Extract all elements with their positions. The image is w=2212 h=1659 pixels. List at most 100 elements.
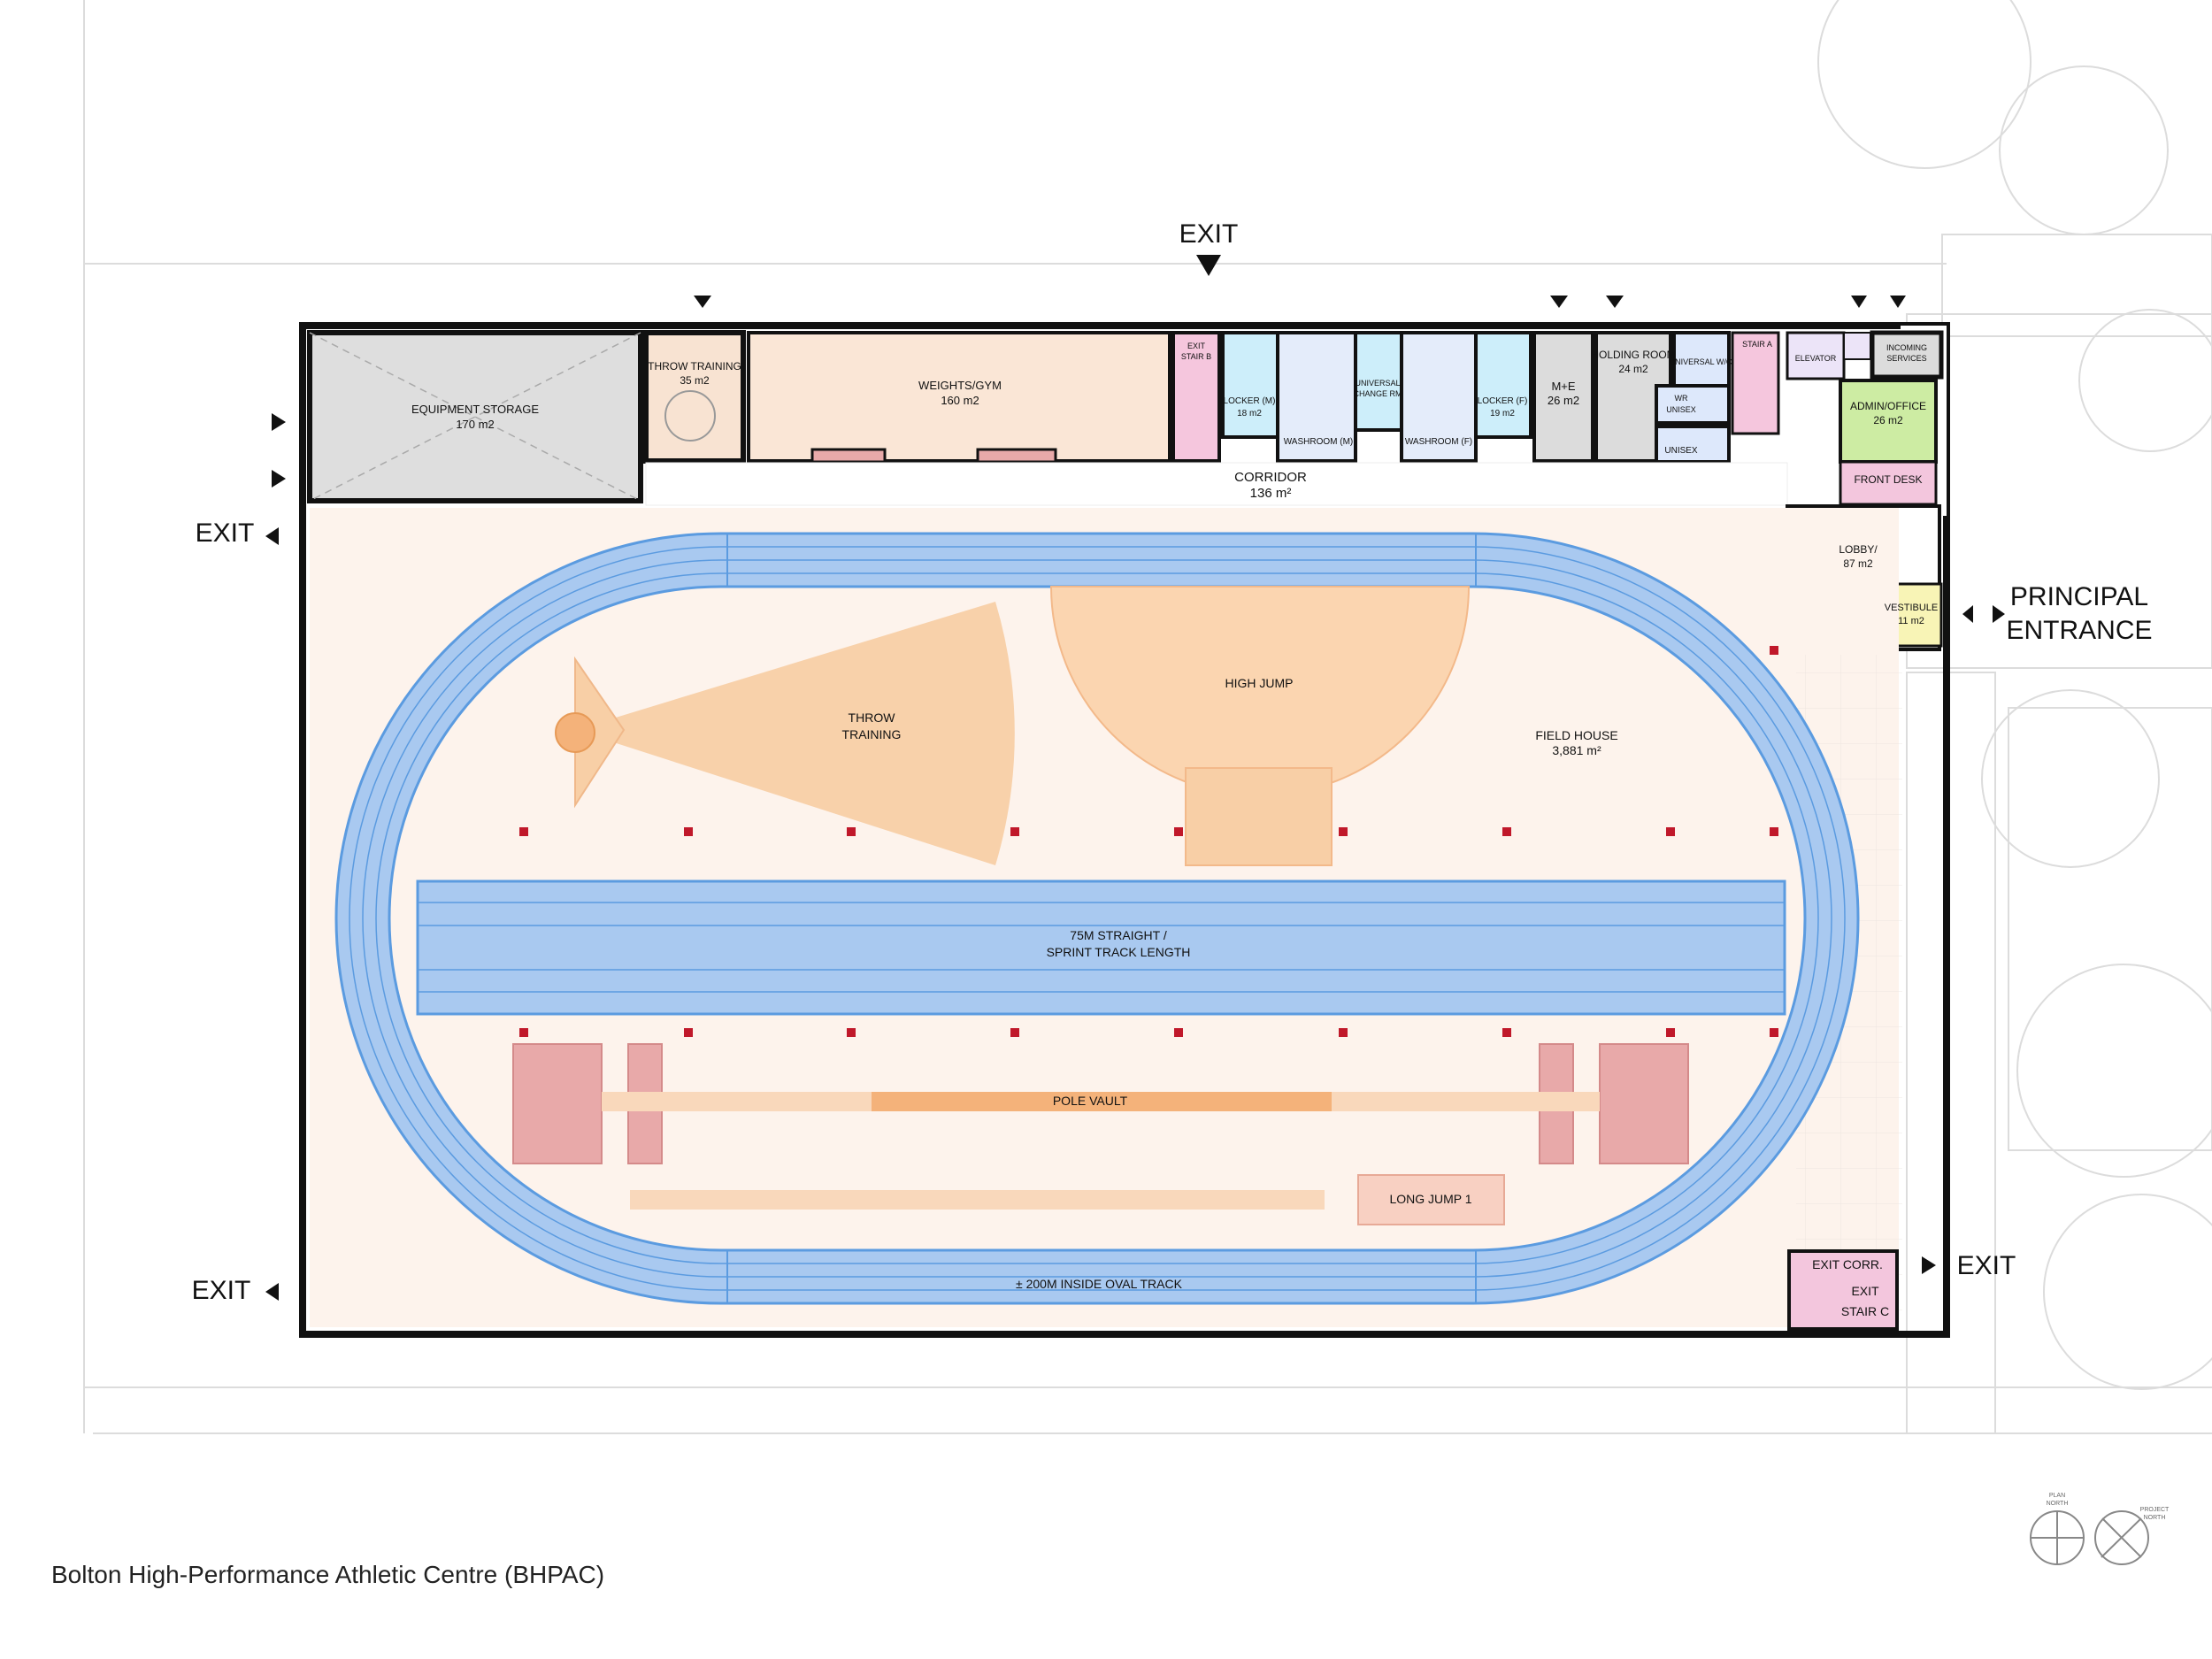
vestibule-area: 11 m2 (1898, 616, 1924, 626)
exit-stair-c-line2: STAIR C (1841, 1304, 1889, 1318)
field-house-label: FIELD HOUSE (1535, 728, 1617, 742)
exit-right-lower-label: EXIT (1957, 1251, 2016, 1280)
unisex-room (1655, 425, 1731, 464)
universal-wc-label: UNIVERSAL W/C (1670, 357, 1732, 366)
equipment-storage-area: 170 m2 (456, 418, 494, 431)
locker-f-area: 19 m2 (1490, 409, 1515, 419)
throw-circle (664, 390, 716, 442)
exit-corridor-room (1787, 1249, 1899, 1331)
field-house-area: 3,881 m² (1552, 743, 1601, 757)
incoming-services-line2: SERVICES (1886, 354, 1926, 363)
column-marker (1666, 1028, 1675, 1037)
pole-vault-label: POLE VAULT (1053, 1094, 1128, 1108)
project-north-line2: NORTH (2144, 1515, 2166, 1521)
front-desk-label: FRONT DESK (1854, 473, 1922, 486)
corridor-label: CORRIDOR (1234, 470, 1307, 485)
sprint-track-line1: 75M STRAIGHT / (1070, 928, 1167, 942)
weights-gym-area: 160 m2 (941, 394, 979, 407)
throw-training-room (643, 330, 746, 464)
column-marker (1770, 827, 1778, 836)
sprint-track-line2: SPRINT TRACK LENGTH (1047, 945, 1191, 959)
lobby-area: 87 m2 (1843, 557, 1873, 570)
project-north-line1: PROJECT (2140, 1507, 2170, 1513)
incoming-services-line1: INCOMING (1886, 343, 1927, 352)
weights-gym-room (747, 331, 1171, 463)
exit-stair-b-line2: STAIR B (1181, 352, 1211, 361)
column-marker (684, 1028, 693, 1037)
corridor (645, 462, 1788, 506)
column-marker (519, 1028, 528, 1037)
throw-training-room-label: THROW TRAINING (648, 360, 741, 373)
exit-stair-b-room (1171, 331, 1221, 463)
column-marker (847, 827, 856, 836)
plan-north-line1: PLAN (2049, 1493, 2065, 1499)
column-marker (1339, 1028, 1348, 1037)
equipment-storage-label: EQUIPMENT STORAGE (411, 403, 539, 416)
wr-unisex-room (1655, 384, 1731, 425)
principal-entrance-line2: ENTRANCE (2006, 616, 2152, 645)
throw-training-field-line1: THROW (849, 710, 896, 725)
wr-unisex-line1: WR (1675, 394, 1688, 403)
exit-markers (265, 255, 2005, 1301)
elevator-room (1786, 331, 1846, 380)
column-marker (684, 827, 693, 836)
column-marker (1174, 1028, 1183, 1037)
washroom-m-room (1276, 331, 1357, 463)
elevator-label: ELEVATOR (1795, 354, 1837, 363)
long-jump-label: LONG JUMP 1 (1389, 1192, 1471, 1206)
throw-training-room-area: 35 m2 (680, 374, 710, 387)
exit-left-upper-label: EXIT (196, 518, 255, 548)
column-marker (1770, 646, 1778, 655)
high-jump-label: HIGH JUMP (1225, 676, 1294, 690)
wr-unisex-line2: UNISEX (1666, 405, 1696, 414)
column-marker (1010, 1028, 1019, 1037)
unisex-label: UNISEX (1664, 446, 1698, 456)
holding-room-label: HOLDING ROOM (1591, 349, 1675, 361)
universal-change-line2: CHANGE RM (1353, 389, 1402, 398)
pole-vault-zone (512, 1043, 1689, 1164)
throw-training-field-line2: TRAINING (842, 727, 902, 741)
column-marker (519, 827, 528, 836)
column-marker (1010, 827, 1019, 836)
north-arrows (2030, 1510, 2149, 1565)
locker-f-label: LOCKER (F) (1478, 396, 1528, 406)
exit-stair-b-line1: EXIT (1187, 342, 1206, 350)
exit-corr-label: EXIT CORR. (1812, 1257, 1883, 1271)
incoming-services-room (1870, 330, 1944, 380)
project-north-icon (2094, 1510, 2149, 1565)
column-marker (1502, 1028, 1511, 1037)
locker-m-area: 18 m2 (1237, 409, 1262, 419)
corridor-area: 136 m² (1250, 486, 1292, 501)
locker-f-room (1474, 331, 1532, 439)
vestibule-label: VESTIBULE (1885, 603, 1939, 613)
exit-stair-c-line1: EXIT (1851, 1284, 1879, 1298)
admin-office-area: 26 m2 (1873, 414, 1903, 426)
column-marker (1339, 827, 1348, 836)
column-marker (1174, 827, 1183, 836)
long-jump-zone (630, 1174, 1505, 1225)
m-e-label: M+E (1551, 380, 1575, 393)
universal-change-room (1354, 331, 1403, 432)
high-jump-zone (1049, 586, 1471, 866)
m-e-room (1532, 331, 1594, 463)
front-desk-room (1839, 460, 1938, 506)
equipment-storage-room (307, 330, 643, 503)
structural-columns (519, 646, 1778, 1037)
weights-gym-label: WEIGHTS/GYM (918, 379, 1002, 392)
column-marker (1666, 827, 1675, 836)
stair-a-label: STAIR A (1742, 340, 1772, 349)
m-e-area: 26 m2 (1548, 394, 1579, 407)
column-marker (1770, 1028, 1778, 1037)
plan-north-line2: NORTH (2047, 1501, 2069, 1507)
sprint-track (416, 879, 1786, 1016)
column-marker (1502, 827, 1511, 836)
holding-room-area: 24 m2 (1618, 363, 1648, 375)
project-title: Bolton High-Performance Athletic Centre … (51, 1561, 605, 1588)
admin-office-label: ADMIN/OFFICE (1850, 400, 1926, 412)
stair-a-room (1731, 331, 1780, 435)
locker-m-room (1221, 331, 1279, 439)
lobby-label: LOBBY/ (1839, 543, 1878, 556)
washroom-f-label: WASHROOM (F) (1405, 437, 1472, 447)
exit-top-label: EXIT (1179, 219, 1239, 249)
